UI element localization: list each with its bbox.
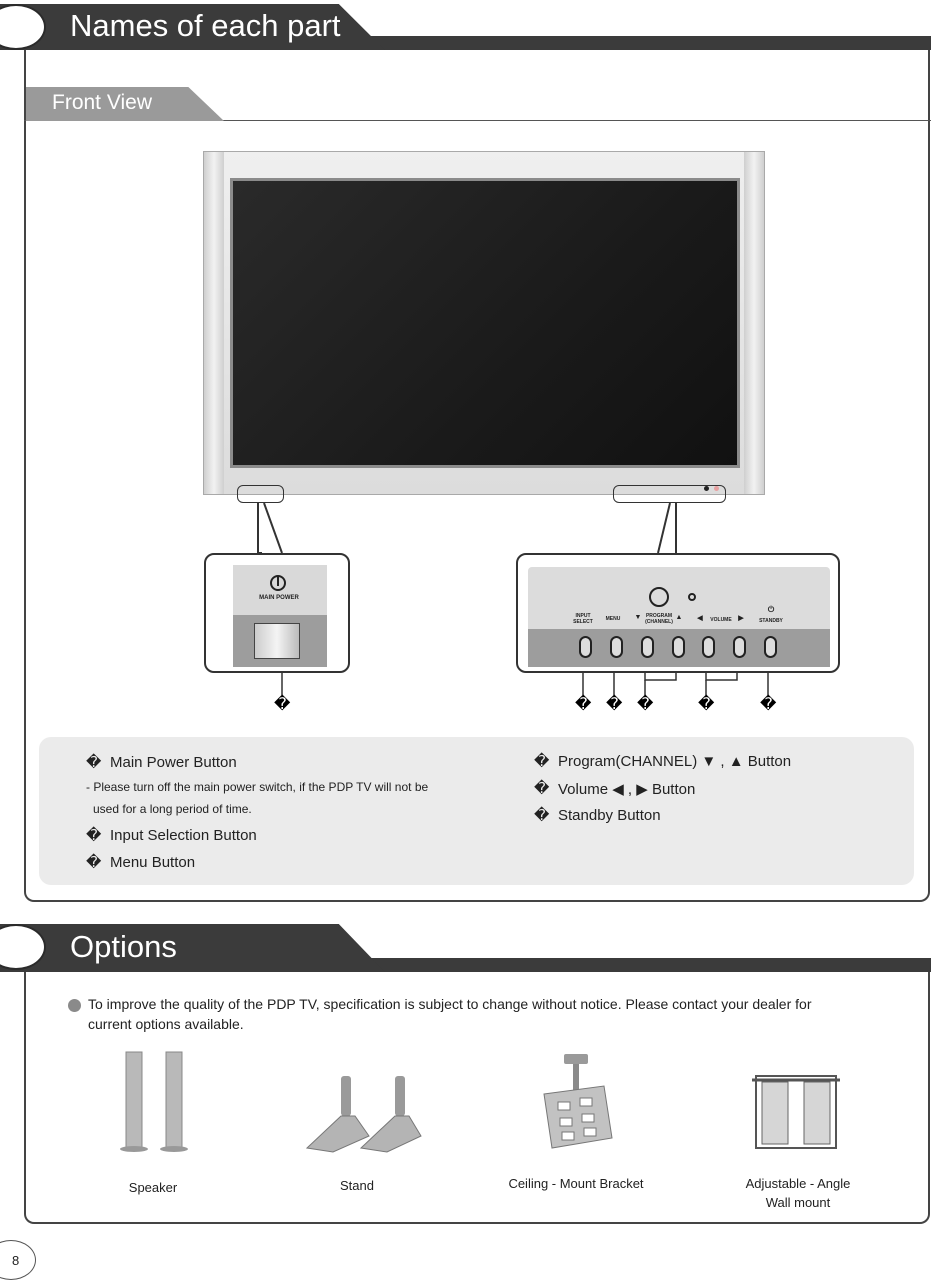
names-header-circle xyxy=(0,4,46,50)
tv-indicator-lights xyxy=(704,486,709,491)
volume-text: Volume ◀ , ▶ Button xyxy=(558,781,696,798)
tv-screen xyxy=(230,178,740,468)
control-panel-highlight xyxy=(613,485,726,503)
marker-volume: � xyxy=(698,696,715,713)
program-up-button xyxy=(672,636,685,658)
page-number: 8 xyxy=(12,1253,20,1268)
marker-main-power: � xyxy=(274,696,291,713)
option-ceiling-bracket-label: Ceiling - Mount Bracket xyxy=(508,1176,644,1191)
speaker-image xyxy=(120,1051,188,1152)
marker-menu: � xyxy=(606,696,623,713)
tv-front-image xyxy=(203,151,765,495)
tv-right-speaker xyxy=(744,152,764,494)
ceiling-mount-bracket-image xyxy=(543,1054,613,1149)
standby-symbol-icon: ⏻ xyxy=(767,605,775,614)
volume-down-button xyxy=(702,636,715,658)
control-panel-zoom: INPUT SELECT MENU PROGRAM (CHANNEL) ▼ ▲ … xyxy=(516,553,840,673)
options-note-line-2: current options available. xyxy=(88,1016,244,1032)
front-view-tab: Front View xyxy=(26,87,224,121)
options-section-frame xyxy=(24,972,930,1224)
section-title-names: Names of each part xyxy=(70,8,341,43)
menu-button xyxy=(610,636,623,658)
standby-label: STANDBY xyxy=(759,618,783,624)
input-select-label: INPUT SELECT xyxy=(573,613,593,625)
section-title-options: Options xyxy=(70,929,177,964)
parts-description-panel xyxy=(39,737,914,885)
option-stand-label: Stand xyxy=(340,1178,374,1193)
program-up-icon: ▲ xyxy=(675,614,683,621)
stand-image xyxy=(305,1076,422,1153)
main-power-highlight xyxy=(237,485,284,503)
bullet-input-selection: � xyxy=(86,827,102,844)
standby-button xyxy=(764,636,777,658)
program-down-icon: ▼ xyxy=(634,614,642,621)
wall-mount-image xyxy=(752,1075,840,1149)
input-select-button xyxy=(579,636,592,658)
marker-program: � xyxy=(637,696,654,713)
remote-sensor-icon xyxy=(649,587,669,607)
marker-input-select: � xyxy=(575,696,592,713)
volume-right-icon: ▶ xyxy=(738,615,744,622)
standby-text: Standby Button xyxy=(558,807,661,824)
options-note-line-1: To improve the quality of the PDP TV, sp… xyxy=(88,996,812,1012)
control-panel-top xyxy=(528,567,830,629)
main-power-note-1: - Please turn off the main power switch,… xyxy=(86,780,429,794)
front-view-label: Front View xyxy=(52,91,152,114)
power-symbol-icon xyxy=(270,575,286,591)
tv-left-speaker xyxy=(204,152,224,494)
main-power-switch xyxy=(254,623,300,659)
input-selection-text: Input Selection Button xyxy=(110,827,257,844)
options-header-tab xyxy=(0,924,385,972)
program-label: PROGRAM (CHANNEL) xyxy=(645,613,673,625)
program-down-button xyxy=(641,636,654,658)
option-wall-mount-label-2: Wall mount xyxy=(765,1195,831,1210)
options-bullet-icon xyxy=(68,999,81,1012)
front-view-rule xyxy=(24,120,931,121)
main-power-text: Main Power Button xyxy=(110,754,237,771)
tv-indicator-lights-2 xyxy=(714,486,719,491)
main-power-label: MAIN POWER xyxy=(259,595,299,601)
menu-label: MENU xyxy=(605,616,621,622)
bullet-volume: � xyxy=(534,780,550,797)
main-power-note-2: used for a long period of time. xyxy=(93,802,252,816)
standby-led-icon xyxy=(688,593,696,601)
option-speaker-label: Speaker xyxy=(128,1180,178,1195)
program-text: Program(CHANNEL) ▼ , ▲ Button xyxy=(558,753,792,770)
bullet-main-power: � xyxy=(86,754,102,771)
main-power-zoom: MAIN POWER xyxy=(204,553,350,673)
volume-label: VOLUME xyxy=(710,617,732,623)
volume-left-icon: ◀ xyxy=(697,615,703,622)
bullet-program: � xyxy=(534,753,550,770)
bullet-standby: � xyxy=(534,807,550,824)
names-header-tab xyxy=(0,4,385,50)
options-header-circle xyxy=(0,924,46,970)
menu-text: Menu Button xyxy=(110,854,196,871)
bullet-menu: � xyxy=(86,854,102,871)
option-wall-mount-label-1: Adjustable - Angle xyxy=(745,1176,851,1191)
marker-standby: � xyxy=(760,696,777,713)
names-section-frame xyxy=(24,50,930,902)
volume-up-button xyxy=(733,636,746,658)
